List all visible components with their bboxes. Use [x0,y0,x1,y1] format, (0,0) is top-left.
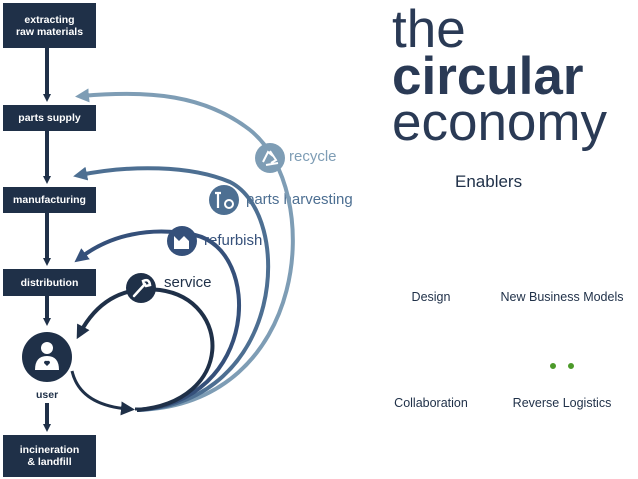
refurbish-label: refurbish [204,232,263,249]
refurbish-loop [74,229,242,412]
enabler-label-design: Design [411,290,451,304]
arrow-user-to-loops [70,370,135,416]
parts-harvesting-loop [73,166,271,412]
title-line-economy: economy [392,93,608,152]
enablers-heading: Enablers [455,172,523,191]
enabler-label-collaboration: Collaboration [394,396,468,410]
incineration-landfill-box: incineration & landfill [3,435,96,477]
manufacturing-label: manufacturing [13,194,86,206]
distribution-label: distribution [20,276,79,289]
manufacturing-box: manufacturing [3,187,96,213]
extracting-raw-materials-box: extracting raw materials [3,3,96,48]
parts-harvesting-label: parts harvesting [246,191,353,208]
parts-supply-label: parts supply [18,112,81,124]
ruler-pencil-icon [404,226,448,264]
extracting-label-line1: extracting [24,13,75,26]
title-line-the: the [392,0,466,59]
incineration-label-line1: incineration [19,444,80,456]
recycle-icon [255,143,285,173]
enabler-label-reverse-logistics: Reverse Logistics [512,396,612,410]
refurbish-icon [167,226,197,256]
parts-supply-box: parts supply [3,105,96,131]
recycle-label: recycle [289,148,337,165]
distribution-box: distribution [3,269,96,296]
service-label: service [164,274,212,291]
truck-return-icon [546,323,590,371]
wrench-icon [126,273,156,303]
user-icon [22,332,72,382]
extracting-label-line2: raw materials [15,25,84,38]
enabler-label-new-business-models: New Business Models [500,290,624,304]
parts-harvesting-icon [209,185,239,215]
service-loop [76,287,215,412]
growth-chart-icon [543,226,581,260]
user-label: user [36,389,59,401]
incineration-label-line2: & landfill [27,456,72,468]
people-group-icon [412,333,450,368]
title-line-circular: circular [392,47,584,106]
